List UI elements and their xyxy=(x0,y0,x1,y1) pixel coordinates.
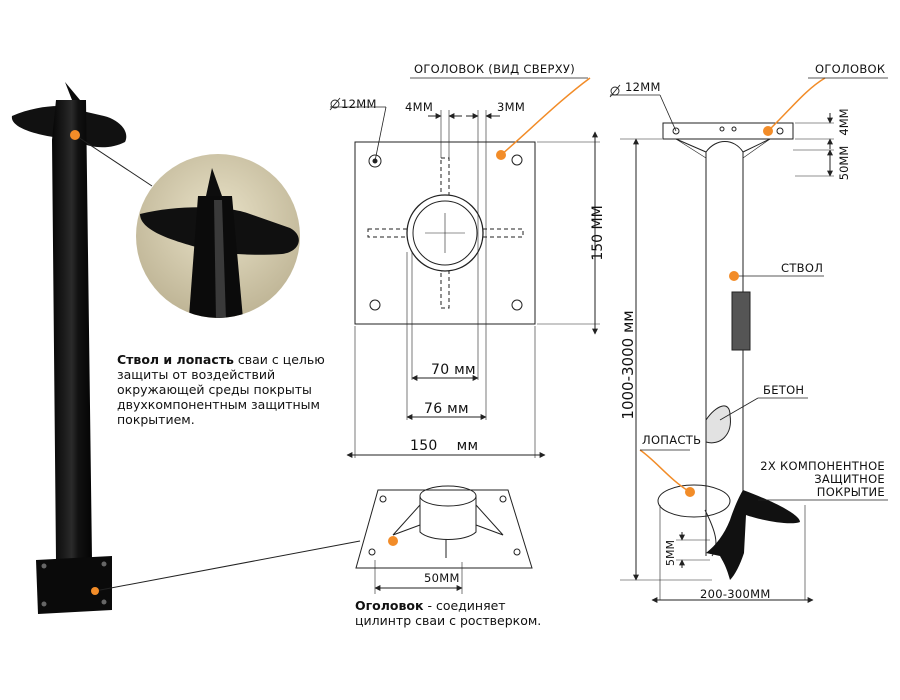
sv-head-leader xyxy=(767,77,826,132)
pile-photo-tip xyxy=(65,82,80,100)
pile-photo-shaft xyxy=(52,100,96,600)
side-blade xyxy=(706,490,800,580)
tv-70-label: 70 мм xyxy=(431,362,476,378)
head-marker-dot xyxy=(91,587,99,595)
tv-150-vertical-label: 150 ММ xyxy=(590,205,606,260)
head-persp-marker-dot xyxy=(388,536,398,546)
sv-shaft-dot xyxy=(729,271,739,281)
shaft-caption: Ствол и лопасть сваи с целью защиты от в… xyxy=(117,352,325,427)
side-view xyxy=(620,113,834,603)
sv-blade-leader xyxy=(639,449,691,493)
pile-photo-base xyxy=(36,556,112,614)
head-leader xyxy=(94,540,361,592)
sv-shaft-label: СТВОЛ xyxy=(781,261,824,275)
top-view xyxy=(346,110,600,458)
tv-title-leader xyxy=(500,77,591,156)
sv-blade-dim-label: 200-300ММ xyxy=(700,587,771,601)
diameter-icon xyxy=(329,84,621,111)
head-perspective xyxy=(355,485,533,594)
hp-50mm-label: 50ММ xyxy=(424,571,460,585)
sv-head-label: ОГОЛОВОК xyxy=(815,62,886,76)
sv-coating-label: 2Х КОМПОНЕНТНОЕ ЗАЩИТНОЕ ПОКРЫТИЕ xyxy=(760,459,885,499)
pile-photo xyxy=(11,82,127,614)
zoom-leader xyxy=(74,134,153,187)
sv-hole-label: 12ММ xyxy=(625,80,661,94)
zoom-circle xyxy=(136,154,300,318)
sv-blade-label: ЛОПАСТЬ xyxy=(642,433,702,447)
sv-head-dot xyxy=(763,126,773,136)
sv-concrete-label: БЕТОН xyxy=(763,383,805,397)
sv-4mm-label: 4ММ xyxy=(837,108,851,135)
tv-4mm-label: 4ММ xyxy=(405,100,434,114)
tv-marker-dot xyxy=(496,150,506,160)
tv-title: ОГОЛОВОК (ВИД СВЕРХУ) xyxy=(414,62,575,76)
zoom-marker-dot xyxy=(70,130,80,140)
sv-50mm-label: 50ММ xyxy=(837,146,851,180)
tv-76-label: 76 мм xyxy=(424,401,469,417)
sv-length-label: 1000-3000 мм xyxy=(619,310,637,419)
tv-150-horizontal-label: 150 мм xyxy=(410,438,479,454)
head-caption: Оголовок - соединяет цилинтр сваи с рост… xyxy=(355,598,542,628)
tv-hole-label: 12ММ xyxy=(341,97,377,111)
tv-hole-leader xyxy=(374,106,387,162)
sv-5mm-label: 5ММ xyxy=(664,540,677,566)
sv-blade-dot xyxy=(685,487,695,497)
tv-3mm-label: 3ММ xyxy=(497,100,526,114)
